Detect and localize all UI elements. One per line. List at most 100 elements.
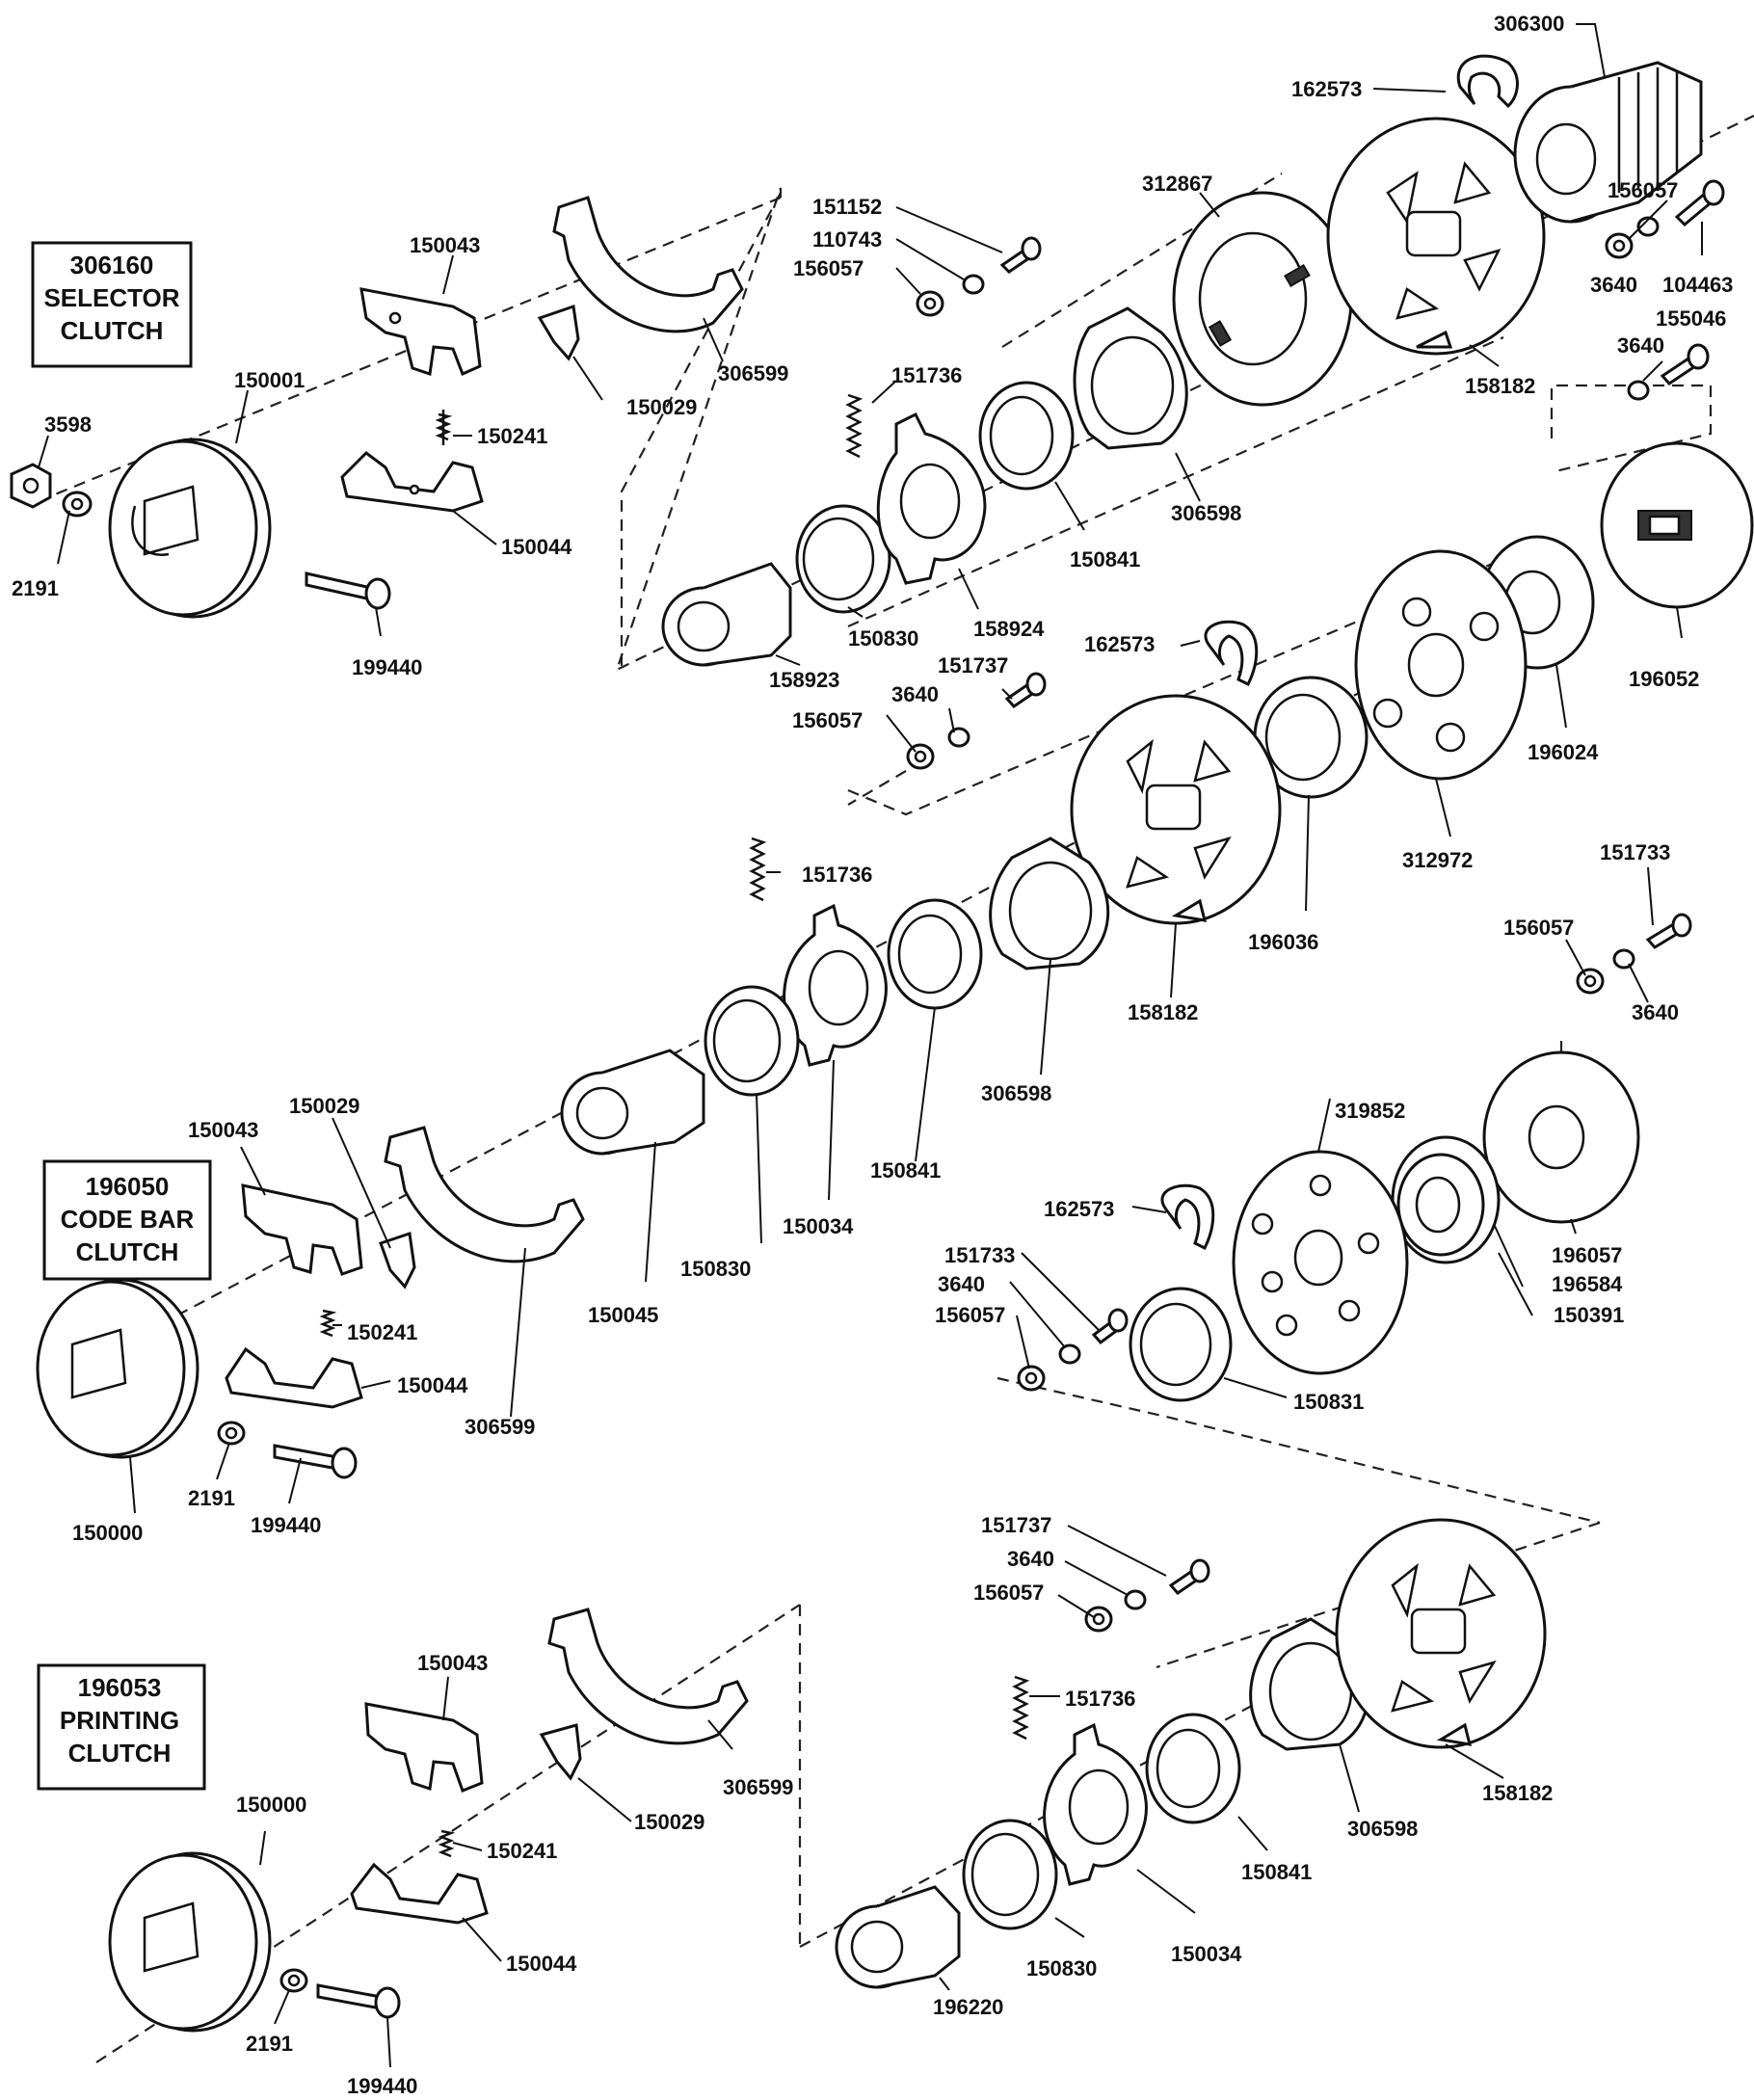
caption-printing-clutch: 196053 PRINTING CLUTCH	[37, 1663, 206, 1791]
part-150830-bearing	[795, 504, 891, 614]
label-151737-a: 151737	[938, 653, 1008, 678]
caption-codebar-clutch: 196050 CODE BAR CLUTCH	[42, 1159, 212, 1281]
label-150029-c: 150029	[634, 1810, 704, 1834]
part-162573-clip-top	[1456, 54, 1519, 109]
part-306599-shoe	[552, 196, 744, 333]
part-150029-latch-bottom	[539, 1723, 582, 1781]
part-196052-disc	[1600, 441, 1754, 609]
label-150043-a: 150043	[410, 233, 480, 257]
caption-selector-title: SELECTOR	[43, 283, 179, 312]
part-151733-screw-low	[1091, 1308, 1129, 1345]
label-150044-b: 150044	[397, 1373, 468, 1397]
part-151152-screw	[999, 236, 1042, 274]
label-158182-b: 158182	[1128, 1000, 1198, 1024]
label-199440-b: 199440	[251, 1513, 321, 1537]
label-150044-c: 150044	[506, 1952, 577, 1976]
part-156057-washer-mid	[906, 743, 935, 770]
label-151736-c: 151736	[1065, 1687, 1135, 1711]
label-151736-b: 151736	[802, 863, 872, 887]
label-2191-b: 2191	[188, 1486, 235, 1510]
label-196024: 196024	[1528, 740, 1599, 764]
label-3640-f: 3640	[1007, 1547, 1054, 1571]
part-151737-screw-bottom	[1168, 1558, 1210, 1595]
part-150045-cam-sleeve	[560, 1049, 705, 1156]
part-150034-latch-bottom	[1043, 1722, 1148, 1886]
label-150043-c: 150043	[417, 1651, 488, 1675]
label-150841-c: 150841	[1241, 1860, 1312, 1884]
part-150841-disc-mid	[887, 898, 983, 1010]
label-3640-d: 3640	[1632, 1000, 1679, 1024]
label-2191-a: 2191	[12, 576, 59, 600]
label-3640-b: 3640	[1617, 333, 1664, 358]
caption-printing-title: PRINTING	[60, 1706, 179, 1735]
part-150043-pawl-mid	[241, 1183, 363, 1276]
label-150241-b: 150241	[347, 1320, 417, 1344]
label-151733-a: 151733	[1600, 840, 1670, 864]
label-3640-a: 3640	[1590, 273, 1637, 297]
label-150831: 150831	[1293, 1390, 1364, 1414]
part-150841-disc	[978, 381, 1075, 491]
label-312972: 312972	[1402, 848, 1473, 872]
caption-codebar-number: 196050	[86, 1172, 170, 1201]
label-150241-c: 150241	[487, 1839, 557, 1863]
part-312972-plate	[1354, 549, 1528, 781]
part-306599-shoe-bottom	[547, 1608, 749, 1745]
label-150000-a: 150000	[72, 1521, 143, 1545]
label-150001: 150001	[234, 368, 305, 392]
part-312867-plate	[1172, 191, 1353, 407]
label-150034-b: 150034	[1171, 1942, 1242, 1966]
part-150831-bearing	[1129, 1287, 1233, 1402]
label-155046: 155046	[1656, 306, 1726, 331]
part-150044-pawl	[340, 451, 484, 513]
part-196057-disc	[1482, 1050, 1640, 1224]
part-156057-washer-a	[916, 290, 944, 317]
label-306599-b: 306599	[465, 1415, 535, 1439]
part-150029-latch	[537, 304, 580, 361]
label-158923: 158923	[769, 668, 839, 692]
part-162573-clip-mid	[1204, 620, 1259, 687]
label-150830-a: 150830	[848, 626, 918, 651]
label-196057: 196057	[1552, 1243, 1622, 1267]
label-150841-b: 150841	[870, 1158, 941, 1183]
part-196036-bearing	[1253, 676, 1369, 799]
label-150241-a: 150241	[477, 424, 547, 448]
part-199440-screw-bottom	[316, 1983, 401, 2019]
part-196584-bearing	[1391, 1135, 1501, 1264]
label-156057-d: 156057	[1503, 916, 1574, 940]
label-158182-a: 158182	[1465, 374, 1535, 398]
label-196052: 196052	[1629, 667, 1699, 691]
part-104463-screw	[1674, 179, 1725, 227]
label-156057-c: 156057	[792, 708, 863, 732]
part-306300-ratchet	[1513, 61, 1703, 224]
part-110743-lockwasher	[962, 274, 985, 295]
part-150000-drum-mid	[36, 1278, 199, 1459]
part-306599-shoe-mid	[384, 1126, 585, 1263]
part-labels: 306300 162573 312867 151152 110743 15605…	[12, 12, 1733, 2098]
part-150029-latch-mid	[379, 1232, 416, 1289]
label-151736-a: 151736	[891, 363, 962, 387]
label-150043-b: 150043	[188, 1118, 258, 1142]
label-156057-f: 156057	[973, 1581, 1044, 1605]
part-158924-spring-latch	[876, 412, 987, 585]
label-3640-c: 3640	[891, 682, 939, 706]
part-155046-screw	[1660, 343, 1710, 385]
part-156057-washer-right	[1576, 968, 1605, 995]
label-150029-b: 150029	[289, 1094, 359, 1118]
label-162573-b: 162573	[1084, 632, 1155, 656]
part-199440-screw	[305, 572, 391, 610]
caption-codebar-subtitle: CLUTCH	[76, 1237, 179, 1266]
part-158182-rotor-mid	[1070, 694, 1282, 925]
label-151152: 151152	[812, 195, 882, 219]
part-150830-bearing-bottom	[962, 1819, 1058, 1930]
part-151736-spring-mid	[749, 837, 767, 902]
part-306598-cam-ring	[1073, 306, 1188, 450]
label-158182-c: 158182	[1482, 1781, 1553, 1805]
part-196220-cam-sleeve	[835, 1885, 961, 1989]
part-151736-spring-bottom	[1012, 1675, 1030, 1741]
part-3598-nut	[10, 463, 52, 509]
part-158923-cam-sleeve	[661, 562, 792, 667]
part-156057-washer-top	[1605, 232, 1634, 259]
part-3640-lockwasher-low	[1058, 1343, 1081, 1365]
part-158182-rotor	[1326, 117, 1546, 356]
